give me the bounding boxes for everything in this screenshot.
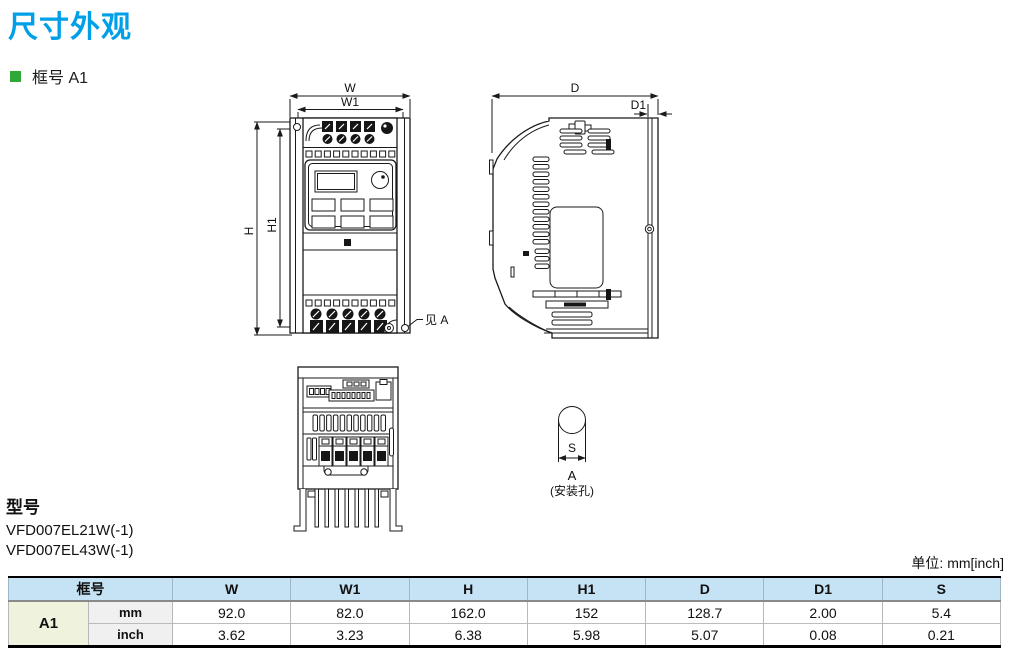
keypad-panel <box>304 159 397 231</box>
model-list: 型号 VFD007EL21W(-1) VFD007EL43W(-1) <box>6 493 134 561</box>
hole-sublabel: (安装孔) <box>550 483 594 498</box>
dim-label-h: H <box>244 227 256 236</box>
table-row: inch 3.62 3.23 6.38 5.98 5.07 0.08 0.21 <box>9 623 1002 647</box>
mounting-hole-detail: S A (安装孔) <box>550 406 594 498</box>
green-square-bullet-icon <box>10 70 21 82</box>
table-header-frame: 框号 <box>8 577 173 602</box>
unit-cell: mm <box>88 600 173 624</box>
dim-label-h1: H1 <box>265 217 279 233</box>
vent-squares-bottom <box>305 299 396 307</box>
table-header-col: D <box>645 577 765 602</box>
display-screen <box>314 170 358 193</box>
table-header-col: H <box>408 577 528 602</box>
screw-notch <box>323 466 369 476</box>
frame-heading: 框号 A1 <box>10 64 88 88</box>
frame-label: 框号 A1 <box>32 70 89 87</box>
value-cell: 0.08 <box>763 623 883 647</box>
bottom-view-drawing <box>293 366 403 532</box>
value-cell: 5.98 <box>526 623 647 647</box>
value-cell: 82.0 <box>290 600 410 624</box>
bottom-terminal-block <box>310 308 387 333</box>
value-cell: 5.07 <box>645 623 765 647</box>
value-cell: 128.7 <box>645 600 765 624</box>
model-line: VFD007EL21W(-1) <box>6 522 134 539</box>
value-cell: 92.0 <box>171 600 292 624</box>
value-cell: 5.4 <box>881 600 1002 624</box>
table-header-col: D1 <box>763 577 883 602</box>
dimensions-table: 框号 W W1 H H1 D D1 S A1 mm 92.0 82.0 162.… <box>8 576 1002 648</box>
vent-squares-top <box>305 150 396 158</box>
unit-note: 单位: mm[inch] <box>911 555 1004 571</box>
side-view-drawing: D D1 <box>489 81 672 339</box>
value-cell: 6.38 <box>408 623 528 647</box>
slot-row <box>312 414 386 432</box>
see-a-note: 见 A <box>425 313 448 327</box>
dim-label-d1: D1 <box>631 98 647 112</box>
frame-cell: A1 <box>8 600 89 647</box>
vent-slats-top <box>559 128 615 155</box>
lower-vents <box>532 289 648 334</box>
dim-label-d: D <box>571 81 580 95</box>
top-knob-icon <box>381 122 393 134</box>
back-plate <box>644 118 655 338</box>
io-connectors <box>306 379 392 402</box>
value-cell: 162.0 <box>408 600 528 624</box>
mounting-hole-callout: 见 A <box>383 313 448 334</box>
table-header-col: S <box>881 577 1002 602</box>
value-cell: 3.62 <box>171 623 292 647</box>
table-row: A1 mm 92.0 82.0 162.0 152 128.7 2.00 5.4 <box>8 600 1002 647</box>
front-view-drawing: W W1 H H1 <box>244 81 448 336</box>
top-terminal-block <box>303 121 397 148</box>
value-cell: 0.21 <box>881 623 1002 647</box>
value-cell: 2.00 <box>763 600 883 624</box>
vent-slats-left <box>523 156 550 269</box>
value-cell: 152 <box>526 600 647 624</box>
table-header-col: W1 <box>290 577 410 602</box>
table-header-col: H1 <box>526 577 647 602</box>
heatsink-fins <box>293 488 403 532</box>
side-cover-plate <box>549 206 604 289</box>
dim-label-s: S <box>568 441 576 455</box>
value-cell: 3.23 <box>290 623 410 647</box>
model-heading: 型号 <box>6 498 40 517</box>
page-title: 尺寸外观 <box>8 11 132 44</box>
dial-knob-icon <box>371 171 389 189</box>
unit-cell: inch <box>88 623 173 647</box>
model-line: VFD007EL43W(-1) <box>6 542 134 559</box>
dim-label-w: W <box>344 81 356 95</box>
power-terminals <box>306 427 394 467</box>
table-header-col: W <box>171 577 292 602</box>
dim-label-w1: W1 <box>341 95 359 109</box>
hole-label-a: A <box>568 468 577 483</box>
